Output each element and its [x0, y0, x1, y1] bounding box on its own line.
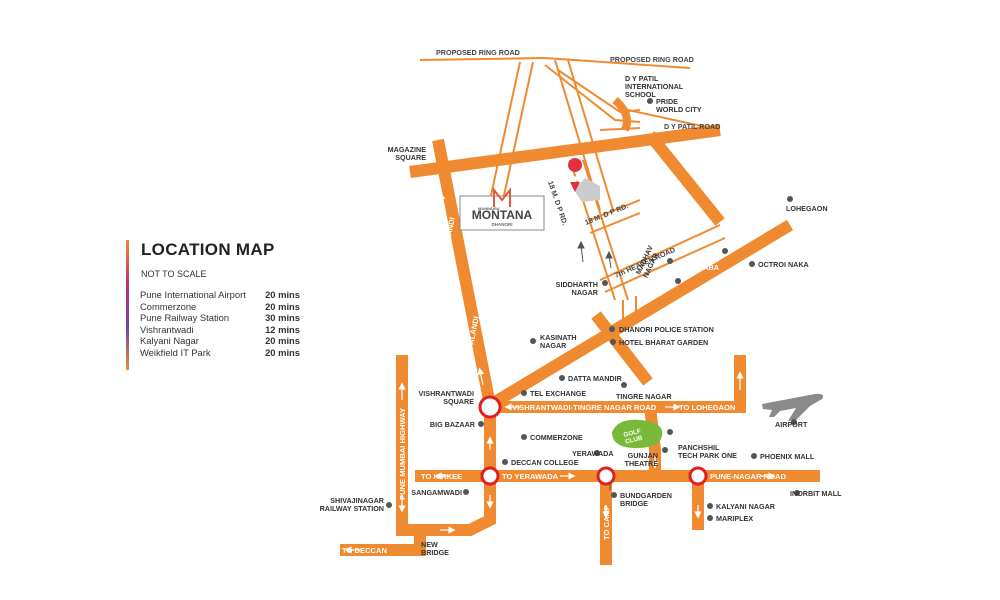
legend-time: 20 mins: [265, 289, 300, 300]
label-ring-road-2: PROPOSED RING ROAD: [610, 55, 694, 64]
legend-time: 20 mins: [265, 300, 300, 312]
legend-row: Kalyani Nagar 20 mins: [140, 335, 300, 347]
golf-club-area: [612, 419, 663, 448]
junction-deccan-college: [480, 466, 500, 486]
label-to-kirkee: TO KIRKEE: [421, 472, 462, 481]
label-pune-nagar-road: PUNE-NAGAR ROAD: [710, 472, 786, 481]
place-phoenix-mall: PHOENIX MALL: [760, 452, 815, 461]
label-dy-patil-road: D Y PATIL ROAD: [664, 122, 720, 131]
legend-time: 20 mins: [265, 335, 300, 347]
airplane-icon: [762, 393, 824, 421]
junction-vishrantwadi: [478, 395, 502, 419]
project-site: [568, 158, 600, 202]
map-pin-icon: [568, 158, 583, 192]
legend-place: Pune International Airport: [140, 289, 246, 300]
label-to-lohegaon: TO LOHEGAON: [679, 403, 735, 412]
legend-place: Vishrantwadi: [140, 323, 194, 335]
label-to-deccan: TO DECCAN: [342, 546, 387, 555]
proposed-roads: [419, 56, 721, 211]
place-octroi-naka: OCTROI NAKA: [758, 260, 809, 269]
legend-place: Weikfield IT Park: [140, 346, 211, 358]
place-yerawada: YERAWADA: [572, 449, 614, 458]
place-dots: [386, 98, 800, 521]
place-commerzone: COMMERZONE: [530, 433, 583, 442]
legend-time: 20 mins: [265, 346, 300, 358]
legend-row: Weikfield IT Park 20 mins: [140, 347, 300, 359]
legend-time: 12 mins: [265, 323, 300, 335]
legend-subtitle: NOT TO SCALE: [141, 269, 207, 279]
project-brand: MAHINDRA: [478, 206, 500, 211]
project-name: MONTANA: [472, 208, 533, 222]
legend-place: Kalyani Nagar: [140, 335, 199, 347]
place-datta-mandir: DATTA MANDIR: [568, 374, 623, 383]
place-mariplex: MARIPLEX: [716, 514, 753, 523]
road-arrows: [344, 192, 776, 554]
label-ring-road-1: PROPOSED RING ROAD: [436, 48, 520, 57]
place-sangamwadi: SANGAMWADI: [411, 488, 462, 497]
legend-place: Commerzone: [140, 300, 197, 312]
place-dhanori-police-station: DHANORI POLICE STATION: [619, 325, 714, 334]
label-to-camp: TO CAMP: [602, 505, 611, 540]
place-kalyani-nagar: KALYANI NAGAR: [716, 502, 776, 511]
label-dp-road-vertical: 18 M. D P RD.: [546, 180, 570, 227]
label-to-yerawada: TO YERAWADA: [502, 472, 559, 481]
legend-accent-bar: [126, 240, 129, 370]
legend-row: Commerzone 20 mins: [140, 301, 300, 313]
dy-patil-road-curve: [612, 97, 631, 132]
place-big-bazaar: BIG BAZAAR: [430, 420, 476, 429]
legend-place: Pune Railway Station: [140, 312, 230, 324]
place-deccan-college: DECCAN COLLEGE: [511, 458, 579, 467]
junction-yerawada: [596, 466, 616, 486]
place-tel-exchange: TEL EXCHANGE: [530, 389, 586, 398]
place-lohegaon: LOHEGAON: [786, 204, 828, 213]
project-locality: DHANORI: [492, 222, 513, 227]
legend-row: Pune Railway Station 30 mins: [140, 312, 300, 324]
legend-time: 30 mins: [265, 312, 300, 324]
place-golf-club: GOLFCLUB: [623, 428, 644, 446]
place-inorbit-mall: INORBIT MALL: [790, 489, 842, 498]
label-vishrantwadi-road: VISHRANTWADI-TINGRE NAGAR ROAD: [512, 403, 657, 412]
label-pune-mumbai-highway: PUNE MUMBAI HIGHWAY: [398, 408, 407, 500]
thin-arrows: [577, 240, 613, 490]
legend-panel: LOCATION MAP NOT TO SCALE Pune Internati…: [126, 240, 311, 370]
label-dp-road-horizontal: 18 M. D P RD.: [583, 201, 629, 227]
place-airport: AIRPORT: [775, 420, 808, 429]
place-tingre-nagar: TINGRE NAGAR: [616, 392, 672, 401]
legend-table: Pune International Airport 20 mins Commer…: [140, 289, 300, 359]
legend-row: Pune International Airport 20 mins: [140, 289, 300, 301]
legend-row: Vishrantwadi 12 mins: [140, 324, 300, 336]
legend-title: LOCATION MAP: [141, 240, 275, 259]
project-logo: MAHINDRA MONTANA DHANORI: [459, 187, 545, 231]
junctions: [478, 395, 708, 486]
place-hotel-bharat-garden: HOTEL BHARAT GARDEN: [619, 338, 708, 347]
junction-pune-nagar: [688, 466, 708, 486]
